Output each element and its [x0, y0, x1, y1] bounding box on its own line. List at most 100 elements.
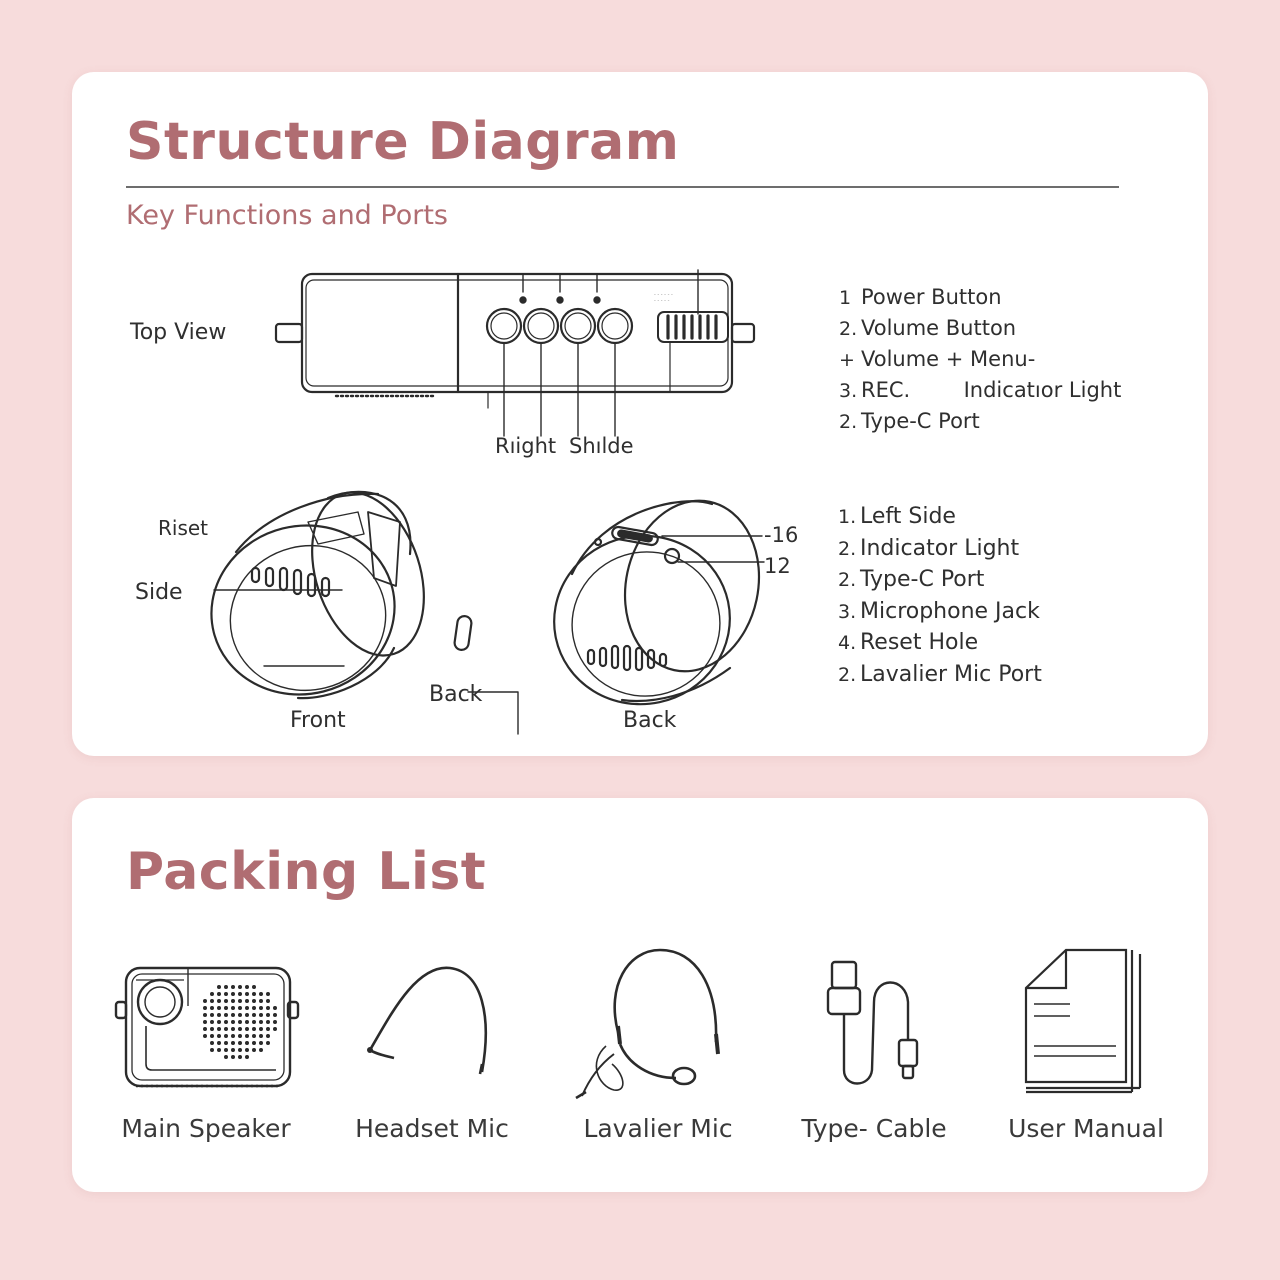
grille-dot — [217, 985, 221, 989]
grille-dot — [259, 1041, 263, 1045]
grille-dot — [217, 1006, 221, 1010]
grille-dot — [238, 1027, 242, 1031]
grille-dot — [224, 1041, 228, 1045]
grille-dot — [224, 1020, 228, 1024]
grille-dot — [224, 1055, 228, 1059]
pack-label: Main Speaker — [121, 1114, 291, 1143]
structure-subtitle: Key Functions and Ports — [126, 200, 448, 231]
back-view-device-drawing — [553, 499, 765, 706]
grille-dot — [231, 1006, 235, 1010]
grille-dot — [252, 1013, 256, 1017]
callout-16: -16 — [764, 523, 799, 547]
grille-dot — [259, 1020, 263, 1024]
front-view-device-drawing — [210, 490, 519, 735]
cable-icon — [826, 960, 919, 1085]
grille-dot — [238, 999, 242, 1003]
callout-riset: Riset — [158, 516, 209, 540]
grille-dot — [245, 1027, 249, 1031]
grille-dot — [252, 985, 256, 989]
top-view-bottom-label-2: Shılde — [569, 434, 634, 458]
grille-dot — [238, 1013, 242, 1017]
grille-dot — [231, 985, 235, 989]
grille-dot — [266, 1020, 270, 1024]
grille-dot — [266, 1006, 270, 1010]
grille-dot — [266, 1027, 270, 1031]
grille-dot — [210, 1027, 214, 1031]
pack-label: Type- Cable — [801, 1114, 947, 1143]
back-view-caption: Back — [623, 708, 677, 733]
grille-dot — [273, 1013, 277, 1017]
structure-diagram-card: Structure Diagram Key Functions and Port… — [72, 72, 1208, 756]
grille-dot — [224, 1006, 228, 1010]
grille-dot — [238, 1034, 242, 1038]
grille-dot — [252, 1006, 256, 1010]
grille-dot — [231, 999, 235, 1003]
grille-dot — [245, 999, 249, 1003]
grille-dot — [259, 999, 263, 1003]
grille-dot — [231, 1027, 235, 1031]
top-view-bottom-label-1: Rıight — [495, 434, 557, 458]
grille-dot — [224, 1048, 228, 1052]
title-divider — [126, 186, 1119, 188]
list-item: +Volume + Menu- — [839, 347, 1036, 371]
list-item: 2.Type-C Port — [838, 567, 985, 593]
grille-dot — [259, 1048, 263, 1052]
grille-dot — [224, 985, 228, 989]
grille-dot — [210, 1020, 214, 1024]
grille-dot — [245, 985, 249, 989]
grille-dot — [252, 1048, 256, 1052]
grille-dot — [203, 1013, 207, 1017]
grille-dot — [238, 1020, 242, 1024]
pack-item-lavalier-mic: Lavalier Mic — [558, 946, 758, 1156]
speaker-grille-dots — [203, 985, 277, 1059]
grille-dot — [231, 1013, 235, 1017]
grille-dot — [266, 999, 270, 1003]
grille-dot — [210, 1034, 214, 1038]
grille-dot — [203, 1006, 207, 1010]
grille-dot — [238, 992, 242, 996]
list-item: 4.Reset Hole — [838, 630, 979, 656]
grille-dot — [217, 999, 221, 1003]
grille-dot — [210, 1048, 214, 1052]
grille-dot — [238, 1041, 242, 1045]
grille-dot — [245, 1041, 249, 1045]
speaker-icon — [114, 966, 300, 1088]
grille-dot — [245, 1048, 249, 1052]
callout-side: Side — [135, 580, 183, 605]
list-item: 2.Lavalier Mic Port — [838, 661, 1042, 687]
grille-dot — [273, 1027, 277, 1031]
grille-dot — [266, 1034, 270, 1038]
grille-dot — [217, 1027, 221, 1031]
top-view-device-drawing: - - - - - - - - - - - — [274, 269, 756, 437]
grille-dot — [231, 1048, 235, 1052]
pack-label: Lavalier Mic — [583, 1114, 733, 1143]
pack-item-headset-mic: Headset Mic — [332, 946, 532, 1156]
grille-dot — [217, 1013, 221, 1017]
callout-back: Back — [429, 682, 483, 707]
grille-dot — [238, 985, 242, 989]
grille-dot — [217, 1048, 221, 1052]
grille-dot — [266, 1041, 270, 1045]
grille-dot — [203, 1027, 207, 1031]
front-view-caption: Front — [290, 708, 346, 733]
grille-dot — [217, 1020, 221, 1024]
grille-dot — [231, 992, 235, 996]
top-view-label: Top View — [130, 320, 227, 345]
grille-dot — [210, 1006, 214, 1010]
pack-item-cable: Type- Cable — [774, 946, 974, 1156]
grille-dot — [210, 1041, 214, 1045]
callout-12: 12 — [764, 554, 791, 578]
grille-dot — [217, 992, 221, 996]
grille-dot — [238, 1055, 242, 1059]
grille-dot — [231, 1055, 235, 1059]
grille-dot — [252, 992, 256, 996]
list-item: 3.REC. Indicatıor Light — [839, 378, 1122, 402]
grille-dot — [245, 1013, 249, 1017]
grille-dot — [224, 1013, 228, 1017]
pack-item-user-manual: User Manual — [986, 946, 1186, 1156]
lavalier-mic-icon — [575, 948, 720, 1100]
grille-dot — [252, 1034, 256, 1038]
grille-dot — [231, 1041, 235, 1045]
